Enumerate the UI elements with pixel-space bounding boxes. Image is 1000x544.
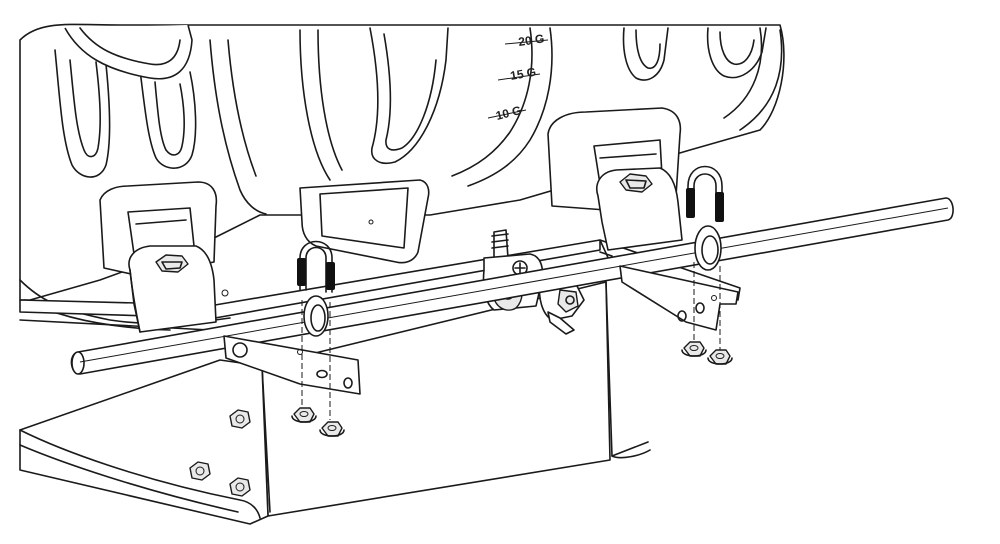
left-flange-nuts: [291, 407, 345, 437]
bolt-icon: [229, 477, 251, 497]
right-mounting-strap: [619, 265, 739, 331]
nut-icon: [707, 349, 733, 365]
gauge-label-20: 20 G: [517, 31, 545, 48]
base-frame: [19, 239, 741, 525]
gauge-markings: 20 G 15 G 10 G: [487, 31, 549, 123]
gauge-label-15: 15 G: [509, 65, 537, 83]
nut-icon: [291, 407, 317, 423]
right-flange-nuts: [681, 341, 733, 365]
saddle-mount-plate: [299, 179, 430, 264]
gauge-label-10: 10 G: [494, 103, 523, 123]
right-u-bolt: [686, 165, 724, 352]
left-u-bolt: [297, 240, 335, 420]
nut-icon: [681, 341, 707, 357]
left-clamp-bracket: [99, 181, 218, 333]
right-clamp-bracket: [547, 107, 683, 251]
bolt-icon: [189, 461, 211, 481]
bolt-icon: [229, 409, 251, 429]
nut-icon: [319, 421, 345, 437]
frame-bolts: [189, 289, 251, 497]
